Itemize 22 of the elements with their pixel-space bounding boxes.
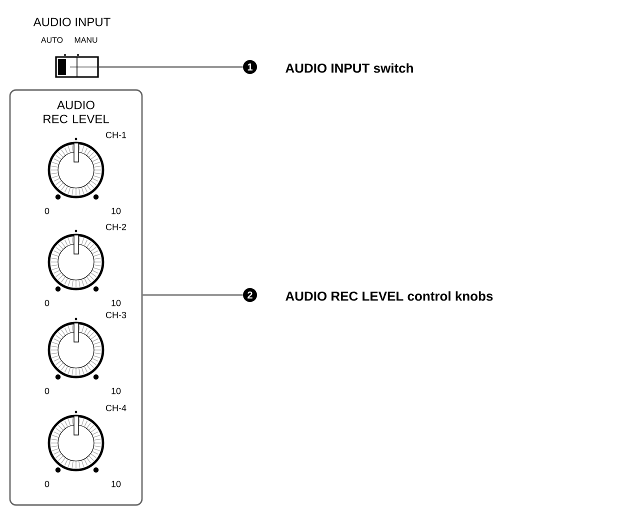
position-label: MANU [74, 37, 98, 43]
panel-label: AUDIO INPUT [33, 18, 110, 26]
leader-line [98, 66, 243, 68]
callout-text: AUDIO REC LEVEL control knobs [286, 291, 493, 301]
callout-number: 1 [243, 60, 257, 74]
scale-label: 10 [112, 300, 121, 306]
slide-switch [55, 54, 99, 78]
leader-line [142, 294, 243, 296]
scale-label: 0 [44, 208, 50, 214]
channel-label: CH-3 [106, 312, 126, 318]
position-label: AUTO [40, 37, 63, 43]
scale-label: 0 [44, 480, 50, 488]
callout-number: 2 [243, 288, 257, 302]
scale-label: 10 [112, 388, 121, 394]
channel-label: CH-4 [106, 404, 126, 412]
channel-label: CH-1 [106, 132, 126, 138]
callout-text: AUDIO INPUT switch [286, 63, 413, 73]
channel-label: CH-2 [106, 224, 126, 230]
scale-label: 0 [44, 388, 50, 394]
scale-label: 10 [112, 480, 121, 488]
scale-label: 0 [44, 300, 50, 306]
scale-label: 10 [112, 208, 121, 214]
